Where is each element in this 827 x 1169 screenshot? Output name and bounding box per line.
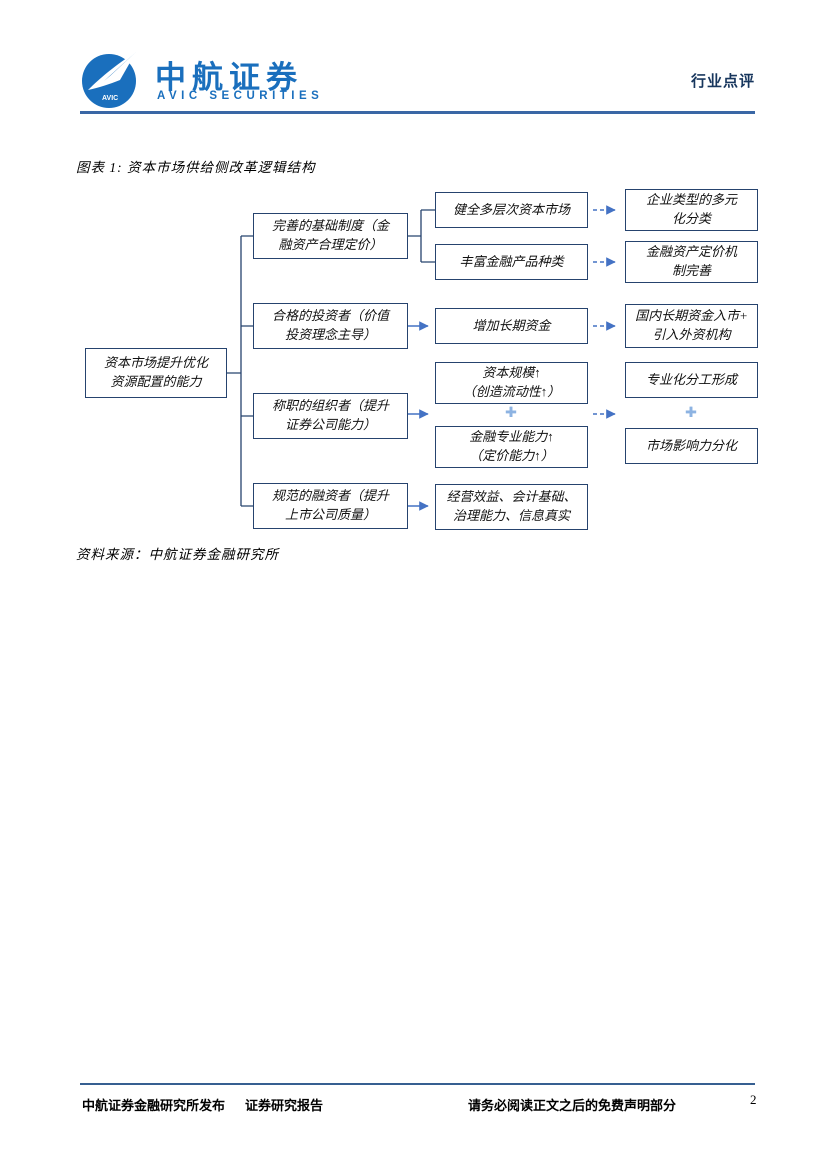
node-pricing-mechanism: 金融资产定价机 制完善	[625, 241, 758, 283]
node-capital-scale: 资本规模↑ （创造流动性↑）	[435, 362, 588, 404]
node-funds-inflow: 国内长期资金入市+ 引入外资机构	[625, 304, 758, 348]
node-investors: 合格的投资者（价值 投资理念主导）	[253, 303, 408, 349]
node-market-influence: 市场影响力分化	[625, 428, 758, 464]
footer-publisher: 中航证券金融研究所发布	[82, 1098, 226, 1113]
node-enterprise-classification: 企业类型的多元 化分类	[625, 189, 758, 231]
node-specialization: 专业化分工形成	[625, 362, 758, 398]
avic-logo: AVIC	[82, 52, 136, 108]
connector-root-bracket	[227, 235, 253, 507]
brand-name-en: AVIC SECURITIES	[157, 90, 324, 102]
logo-avic-text: AVIC	[102, 95, 118, 102]
node-listed-company-basics: 经营效益、会计基础、 治理能力、信息真实	[435, 484, 588, 530]
node-institutions: 完善的基础制度（金 融资产合理定价）	[253, 213, 408, 259]
brand-name-cn: 中航证券	[155, 60, 303, 95]
plus-icon: ✚	[685, 405, 697, 421]
node-product-variety: 丰富金融产品种类	[435, 244, 588, 280]
node-long-term-funds: 增加长期资金	[435, 308, 588, 344]
node-organizers: 称职的组织者（提升 证券公司能力）	[253, 393, 408, 439]
figure-title: 图表 1: 资本市场供给侧改革逻辑结构	[76, 160, 316, 175]
flowchart-connectors	[227, 205, 616, 511]
footer-divider	[80, 1083, 755, 1085]
header-divider	[80, 111, 755, 114]
footer-report-type: 证券研究报告	[245, 1098, 324, 1113]
node-pricing-ability: 金融专业能力↑ （定价能力↑）	[435, 426, 588, 468]
connector-institutions-bracket	[408, 209, 435, 263]
node-multi-level-market: 健全多层次资本市场	[435, 192, 588, 228]
plane-fold	[104, 52, 136, 81]
plus-icon: ✚	[505, 405, 517, 421]
report-category-label: 行业点评	[690, 73, 755, 90]
footer-disclaimer: 请务必阅读正文之后的免费声明部分	[468, 1098, 677, 1113]
page-number: 2	[750, 1092, 757, 1107]
footer-publisher-line: 中航证券金融研究所发布 证券研究报告	[82, 1095, 323, 1114]
node-root: 资本市场提升优化 资源配置的能力	[85, 348, 227, 398]
paper-plane-icon	[88, 52, 136, 90]
node-financiers: 规范的融资者（提升 上市公司质量）	[253, 483, 408, 529]
figure-source: 资料来源：中航证券金融研究所	[76, 547, 279, 562]
